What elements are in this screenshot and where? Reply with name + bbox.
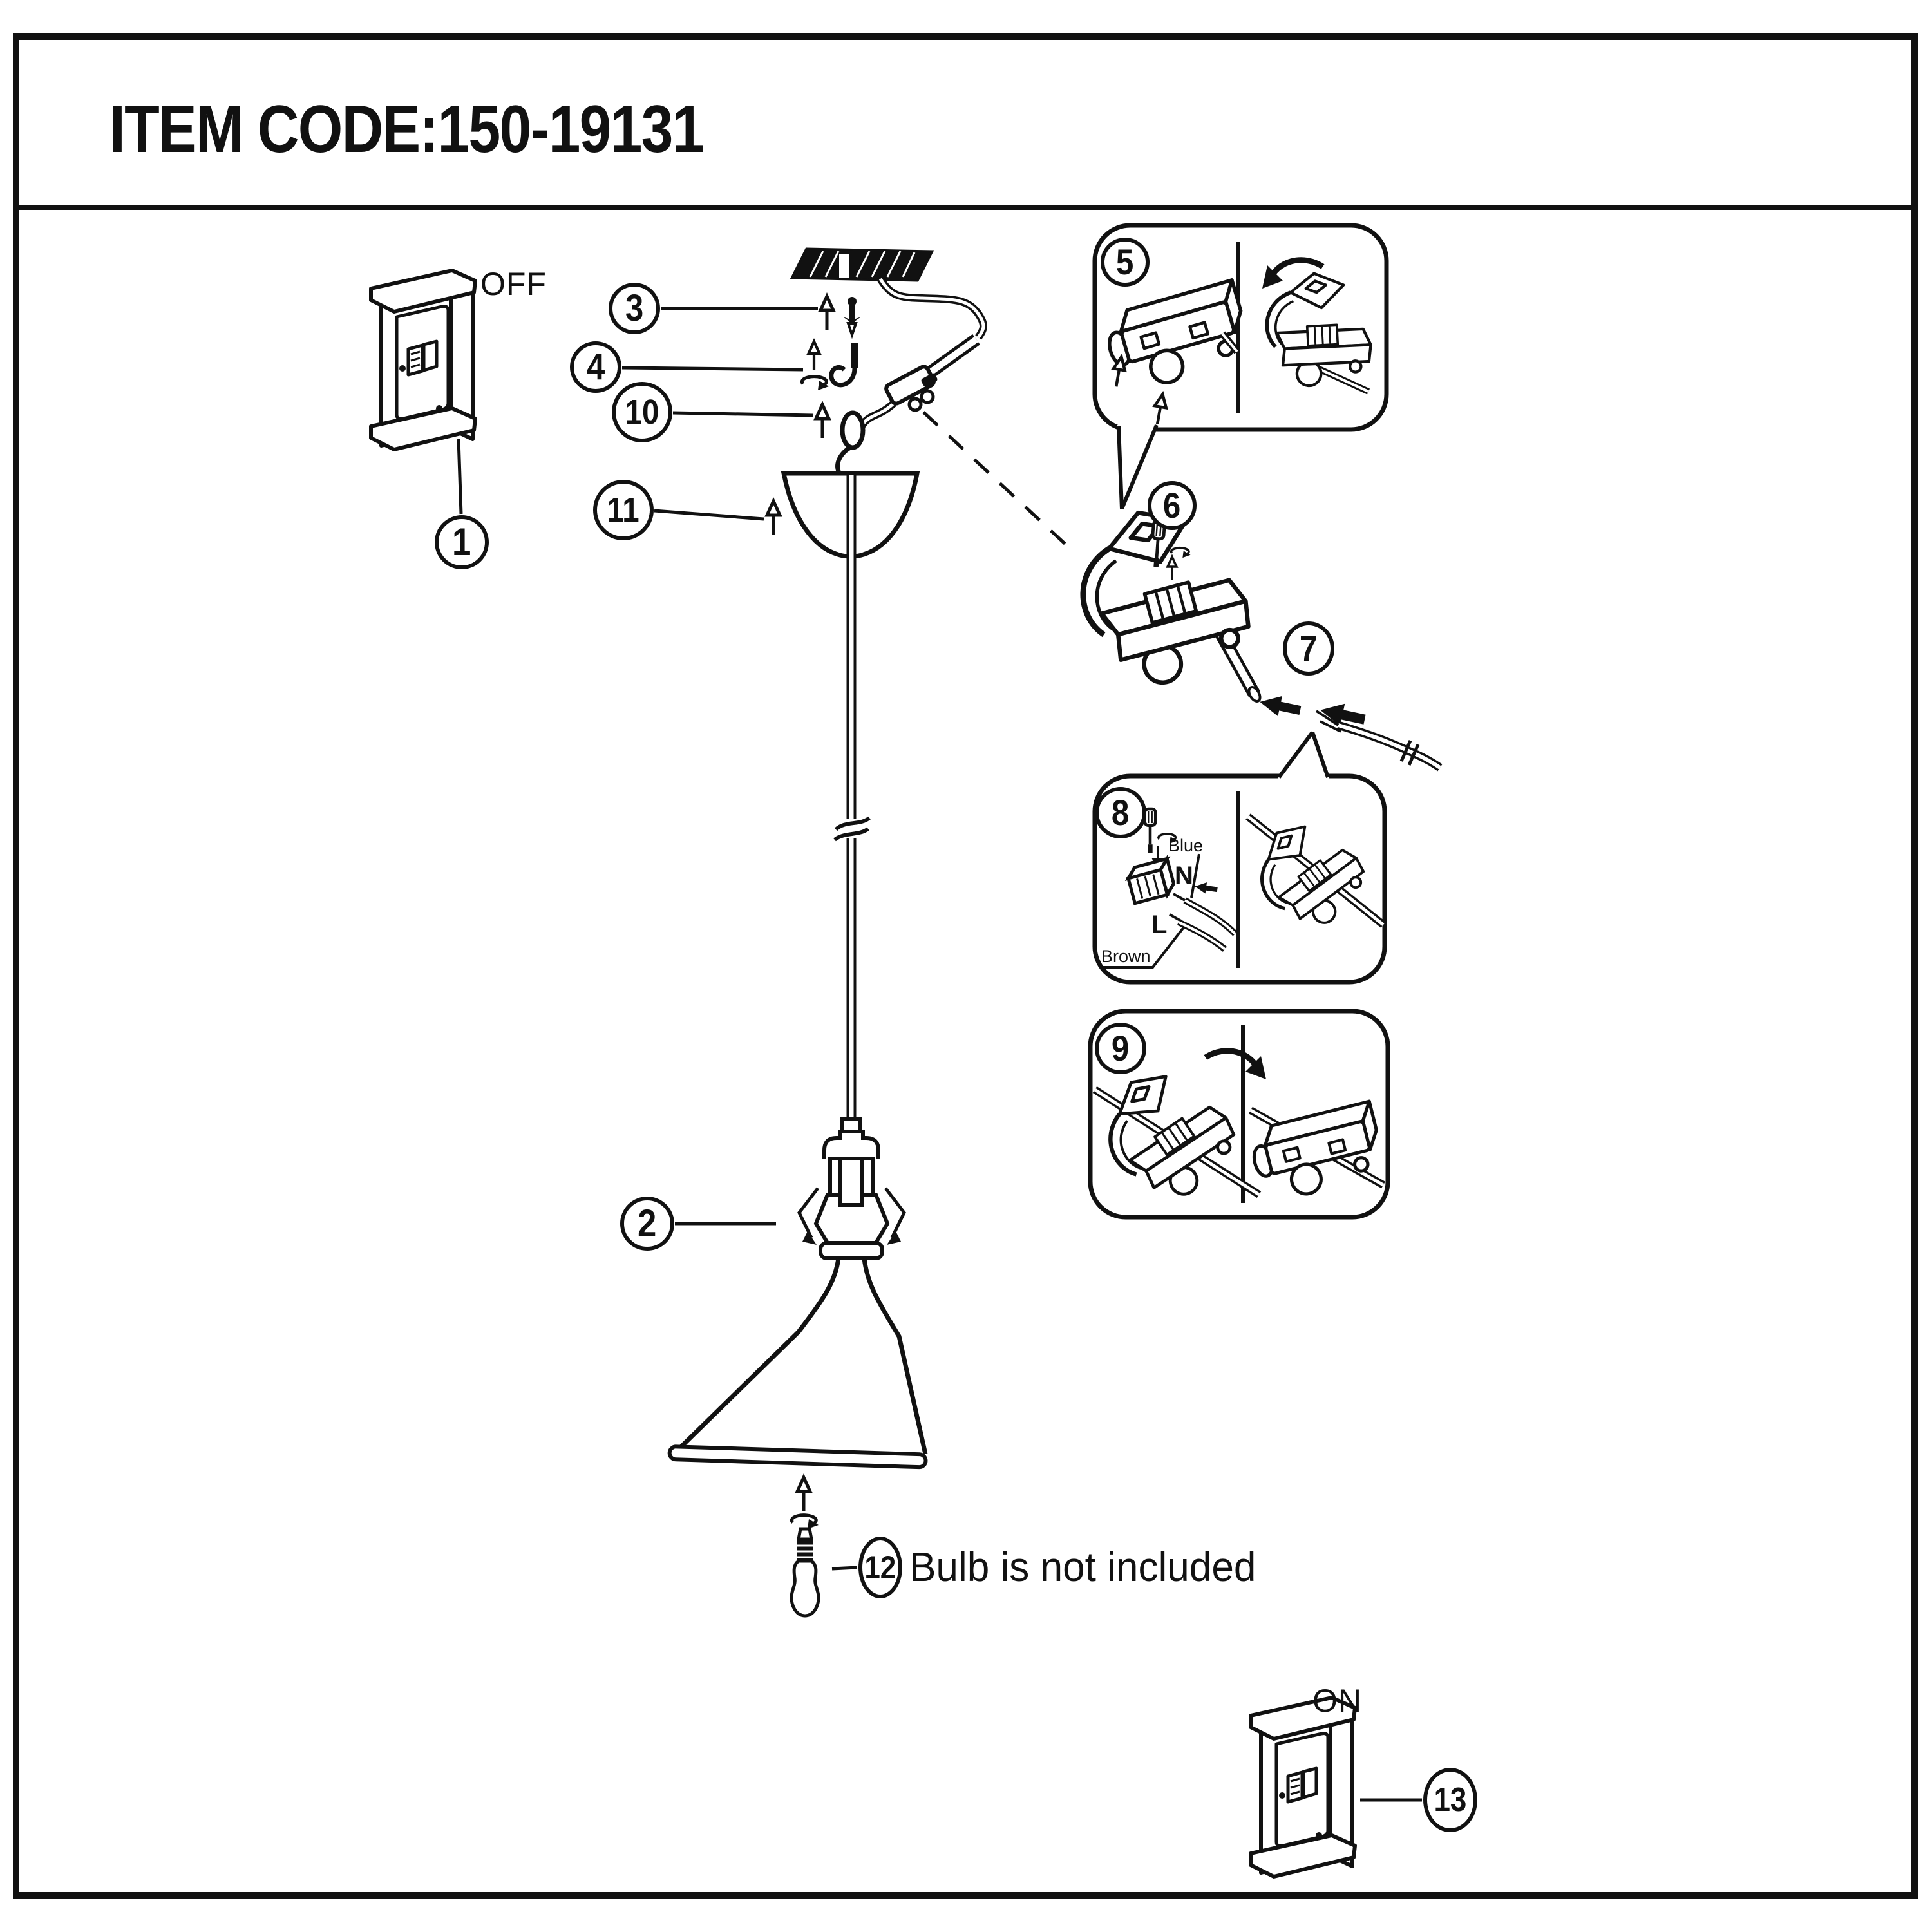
blue-wire-label: Blue bbox=[1168, 836, 1204, 855]
screw-rotate-icon-step4 bbox=[802, 341, 829, 390]
bulb-note-label: Bulb is not included bbox=[909, 1544, 1256, 1590]
step-number-6: 6 bbox=[1148, 481, 1197, 530]
shade-drawing bbox=[667, 1258, 928, 1470]
callout-box-8 bbox=[1092, 731, 1387, 985]
step-number-12: 12 bbox=[858, 1537, 902, 1598]
step-number-4: 4 bbox=[570, 341, 621, 393]
holder-arrows bbox=[797, 1187, 906, 1245]
off-label: OFF bbox=[480, 266, 547, 302]
hook-icon bbox=[829, 343, 858, 388]
terminal-block-drawing bbox=[1124, 854, 1176, 905]
loop-icon bbox=[835, 410, 866, 482]
leader-lines bbox=[621, 307, 818, 1226]
live-terminal-label: L bbox=[1151, 911, 1168, 939]
brown-wire-label: Brown bbox=[1101, 947, 1151, 966]
step-number-13: 13 bbox=[1423, 1768, 1477, 1832]
on-switch-drawing bbox=[1251, 1698, 1422, 1877]
cord-drawing bbox=[833, 475, 871, 1121]
page-title: ITEM CODE:150-19131 bbox=[109, 92, 704, 167]
inline-connector-drawing bbox=[884, 365, 938, 412]
step-number-8: 8 bbox=[1095, 787, 1146, 838]
callout-box-9 bbox=[1089, 1009, 1390, 1220]
arrow-icon-step10 bbox=[816, 404, 829, 438]
arrow-icon-step11 bbox=[767, 501, 780, 535]
step-number-3: 3 bbox=[609, 283, 660, 334]
ceiling-mount-drawing bbox=[790, 247, 934, 282]
bulb-drawing bbox=[790, 1527, 858, 1618]
leader-line-12 bbox=[831, 1566, 858, 1571]
header-divider bbox=[19, 205, 1913, 210]
step-number-10: 10 bbox=[612, 382, 672, 442]
step6-connector-drawing bbox=[1075, 502, 1262, 703]
step-number-7: 7 bbox=[1283, 621, 1334, 676]
step-number-9: 9 bbox=[1095, 1023, 1146, 1074]
leader-line-1 bbox=[457, 439, 463, 515]
screw-rotate-icon-bulb bbox=[791, 1477, 819, 1529]
neutral-terminal-label: N bbox=[1175, 862, 1193, 890]
step-number-1: 1 bbox=[435, 515, 489, 569]
socket-drawing bbox=[813, 1117, 890, 1260]
callout-box-5 bbox=[1092, 223, 1389, 510]
callout-dashed-line bbox=[922, 411, 1073, 551]
step7-wires-drawing bbox=[1258, 692, 1443, 772]
screw-icon bbox=[843, 297, 861, 339]
step-number-2: 2 bbox=[620, 1197, 674, 1251]
off-switch-drawing bbox=[371, 270, 475, 515]
step-number-11: 11 bbox=[593, 480, 654, 540]
arrow-icon-step3 bbox=[820, 296, 833, 330]
on-label: ON bbox=[1312, 1683, 1362, 1719]
step-number-5: 5 bbox=[1101, 238, 1150, 287]
